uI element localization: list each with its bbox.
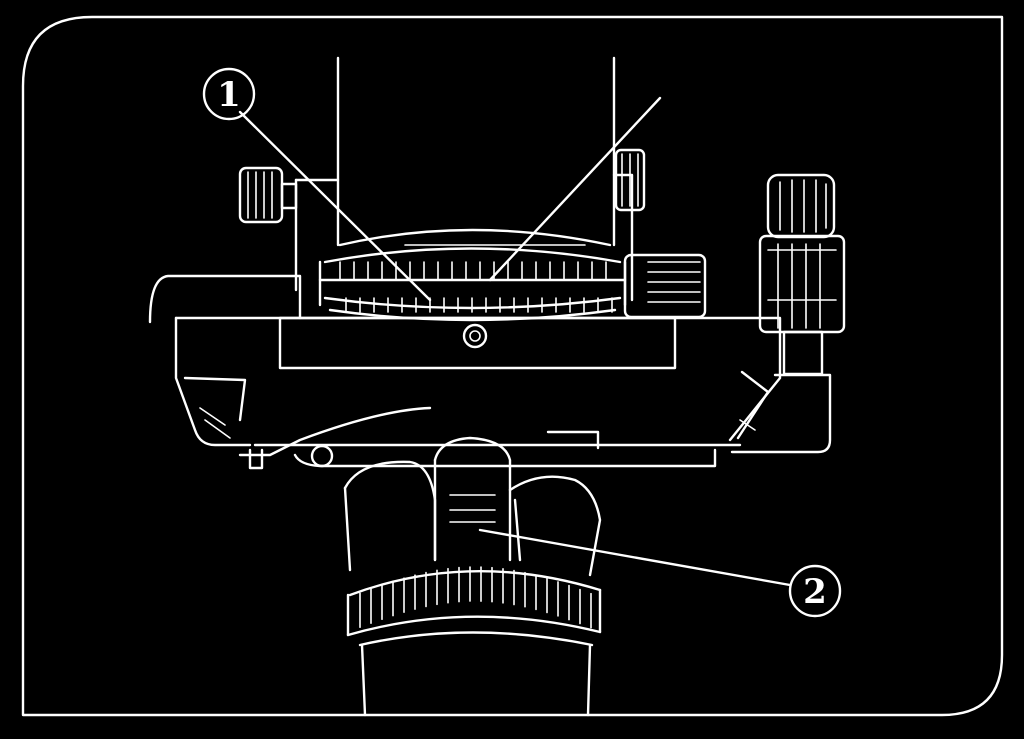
callout-1: 1 — [202, 67, 662, 302]
callout-2: 2 — [478, 528, 842, 618]
callout-2-label: 2 — [803, 572, 827, 612]
right-upper-knob — [614, 148, 646, 212]
mechanical-stage — [148, 274, 782, 470]
objective-lenses — [343, 436, 602, 577]
revolving-nosepiece — [346, 566, 602, 717]
callout-1-label: 1 — [217, 75, 241, 115]
left-adjustment-knob — [238, 166, 298, 224]
frame-border — [21, 15, 1004, 717]
graduated-ring — [318, 228, 627, 322]
stage-control-knob — [730, 173, 846, 454]
